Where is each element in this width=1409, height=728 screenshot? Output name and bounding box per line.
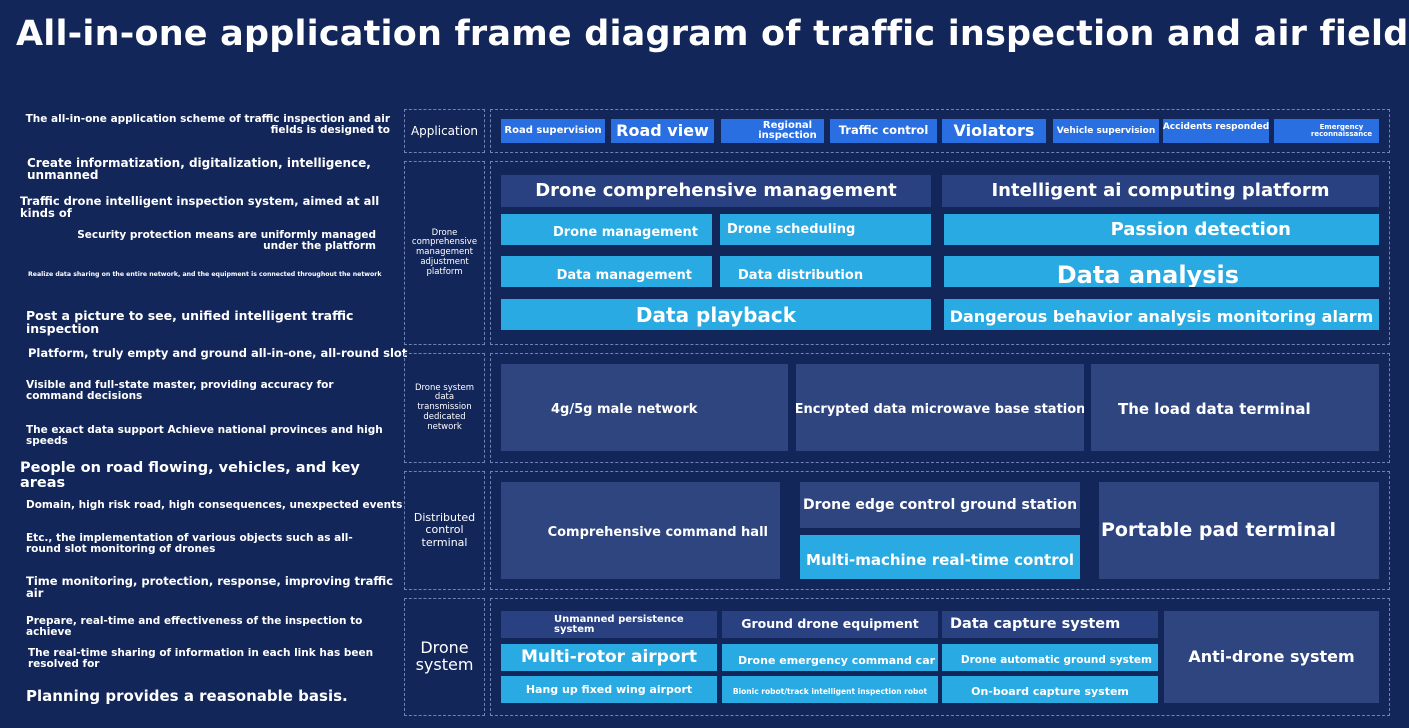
terminal-multi-machine-control: Multi-machine real-time control (800, 535, 1080, 579)
app-road-supervision: Road supervision (501, 119, 605, 143)
layer-label-drone: Drone system (404, 598, 485, 716)
drone-data-capture: Data capture system (942, 611, 1158, 638)
description-line: Create informatization, digitalization, … (27, 156, 371, 182)
network-4g5g: 4g/5g male network (501, 364, 788, 451)
platform-data-management: Data management (501, 256, 712, 287)
platform-passion-detection: Passion detection (944, 214, 1379, 245)
drone-unmanned-persistence: Unmanned persistence system (501, 611, 717, 638)
drone-emergency-command-car: Drone emergency command car (722, 644, 938, 671)
description-line: Time monitoring, protection, response, i… (26, 574, 394, 600)
description-line: Prepare, real-time and effectiveness of … (26, 615, 363, 638)
platform-drone-comprehensive-management: Drone comprehensive management (501, 175, 931, 207)
description-line: Realize data sharing on the entire netwo… (28, 271, 382, 278)
platform-drone-scheduling: Drone scheduling (720, 214, 931, 245)
description-line: The all-in-one application scheme of tra… (25, 113, 390, 136)
description-line: Platform, truly empty and ground all-in-… (28, 346, 408, 360)
drone-multi-rotor-airport: Multi-rotor airport (501, 644, 717, 671)
layer-label-application: Application (404, 109, 485, 153)
terminal-command-hall: Comprehensive command hall (501, 482, 780, 579)
description-line: Planning provides a reasonable basis. (26, 687, 348, 705)
platform-intelligent-ai-computing: Intelligent ai computing platform (942, 175, 1379, 207)
drone-onboard-capture: On-board capture system (942, 676, 1158, 703)
drone-anti-drone-system: Anti-drone system (1164, 611, 1379, 703)
panel-platform (490, 161, 1390, 345)
app-vehicle-supervision: Vehicle supervision (1053, 119, 1159, 143)
platform-data-distribution: Data distribution (720, 256, 931, 287)
platform-data-playback: Data playback (501, 299, 931, 330)
terminal-portable-pad: Portable pad terminal (1099, 482, 1379, 579)
app-violators: Violators (942, 119, 1046, 143)
layer-label-platform: Drone comprehensive management adjustmen… (404, 161, 485, 345)
description-line: Etc., the implementation of various obje… (26, 532, 353, 555)
network-microwave-base-station: Encrypted data microwave base station (796, 364, 1084, 451)
panel-application (490, 109, 1390, 153)
drone-ground-equipment: Ground drone equipment (722, 611, 938, 638)
layer-label-network: Drone system data transmission dedicated… (404, 353, 485, 463)
app-traffic-control: Traffic control (830, 119, 937, 143)
app-emergency-reconnaissance: Emergency reconnaissance (1274, 119, 1379, 143)
layer-label-terminal: Distributed control terminal (404, 471, 485, 590)
network-load-data-terminal: The load data terminal (1091, 364, 1379, 451)
app-road-view: Road view (611, 119, 714, 143)
platform-data-analysis: Data analysis (944, 256, 1379, 287)
panel-network (490, 353, 1390, 463)
page-title: All-in-one application frame diagram of … (16, 14, 1409, 54)
description-line: Security protection means are uniformly … (77, 229, 376, 252)
description-line: Post a picture to see, unified intellige… (26, 308, 354, 336)
panel-terminal (490, 471, 1390, 590)
drone-fixed-wing-airport: Hang up fixed wing airport (501, 676, 717, 703)
description-line: Visible and full-state master, providing… (26, 379, 334, 402)
platform-drone-management: Drone management (501, 214, 712, 245)
panel-drone (490, 598, 1390, 716)
description-line: People on road flowing, vehicles, and ke… (20, 460, 360, 491)
description-line: The real-time sharing of information in … (28, 647, 374, 670)
platform-dangerous-behavior-alarm: Dangerous behavior analysis monitoring a… (944, 299, 1379, 330)
drone-bionic-robot: Bionic robot/track intelligent inspectio… (722, 676, 938, 703)
drone-automatic-ground-system: Drone automatic ground system (942, 644, 1158, 671)
terminal-edge-ground-station: Drone edge control ground station (800, 482, 1080, 528)
description-line: Traffic drone intelligent inspection sys… (20, 194, 380, 220)
description-line: The exact data support Achieve national … (26, 424, 383, 447)
description-line: Domain, high risk road, high consequence… (26, 499, 403, 511)
app-accidents-responded: Accidents responded (1163, 119, 1269, 143)
app-regional-inspection: Regional inspection (721, 119, 824, 143)
